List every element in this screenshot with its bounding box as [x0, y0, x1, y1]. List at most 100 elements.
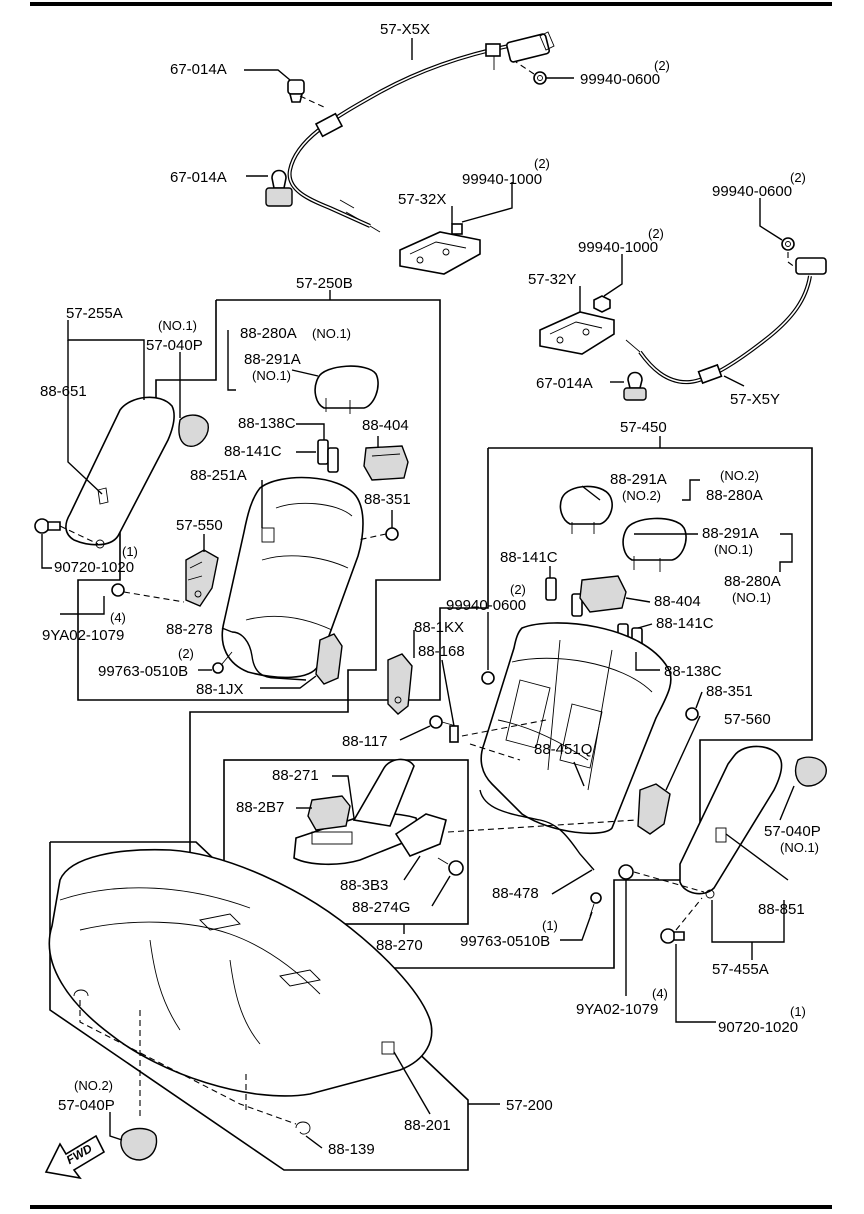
- label-99763-0510b-a: 99763-0510B: [98, 663, 188, 680]
- label-88-271: 88-271: [272, 767, 319, 784]
- label-99940-0600-b: 99940-0600: [712, 183, 792, 200]
- leader-67-014a-1: [244, 69, 291, 81]
- label-88-141c-b: 88-141C: [500, 549, 558, 566]
- seatback-frame-88-451q: [480, 622, 672, 835]
- leader-88-201: [393, 1051, 431, 1115]
- nut-88-351-right: [685, 707, 699, 721]
- label-88-2b7: 88-2B7: [236, 799, 284, 816]
- label-88-280a-b: 88-280A: [706, 487, 763, 504]
- clip-67-014a-mid: [265, 169, 293, 207]
- label-57-040p-b: 57-040P: [764, 823, 821, 840]
- label-88-351-a: 88-351: [364, 491, 411, 508]
- lock-88-404-left: [363, 445, 409, 481]
- headrest-88-291a-no1-right: [622, 517, 687, 572]
- nut-99940-0600-center: [481, 671, 495, 685]
- label-88-291a-b: 88-291A: [610, 471, 667, 488]
- label-88-141c-a: 88-141C: [224, 443, 282, 460]
- bolt-9ya02-1079-left: [111, 583, 125, 597]
- label-88-1jx: 88-1JX: [196, 681, 244, 698]
- leader-99940-1000-a: [461, 182, 513, 223]
- label-no1-f: (NO.1): [780, 840, 819, 855]
- leader-88-117: [399, 725, 431, 741]
- label-2-a: (2): [654, 58, 670, 73]
- leader-99940-0600-b: [759, 198, 783, 241]
- label-no1-e: (NO.1): [732, 590, 771, 605]
- lock-88-404-right: [579, 575, 627, 613]
- leader-88-168: [441, 659, 455, 727]
- label-88-278: 88-278: [166, 621, 213, 638]
- bolt-9ya02-1079-right: [618, 864, 634, 880]
- label-57-040p-a: 57-040P: [146, 337, 203, 354]
- label-88-280a-c: 88-280A: [724, 573, 781, 590]
- label-99940-0600-c: 99940-0600: [446, 597, 526, 614]
- hinge-57-560: [637, 783, 671, 835]
- seat-cushion-57-200: [48, 848, 433, 1097]
- leader-9ya02-1079-a: [60, 596, 105, 615]
- leader-88-651: [67, 340, 103, 495]
- hinge-88-1kx: [387, 653, 413, 715]
- label-88-138c-b: 88-138C: [664, 663, 722, 680]
- frame-57-200: [49, 841, 469, 1171]
- label-2-e: (2): [178, 646, 194, 661]
- leader-88-280a-a: [227, 330, 236, 391]
- label-4-b: (4): [652, 986, 668, 1001]
- label-90720-1020-a: 90720-1020: [54, 559, 134, 576]
- label-57-x5y: 57-X5Y: [730, 391, 780, 408]
- leader-88-271: [332, 775, 355, 819]
- leader-90720-1020-b: [675, 944, 716, 1023]
- label-67-014a-3: 67-014A: [536, 375, 593, 392]
- leader-88-274g: [431, 875, 451, 907]
- label-88-201: 88-201: [404, 1117, 451, 1134]
- label-99940-1000-a: 99940-1000: [462, 171, 542, 188]
- dash-90720-1020-a: [59, 525, 99, 545]
- cable-88-478: [479, 789, 595, 871]
- label-2-d: (2): [648, 226, 664, 241]
- leader-88-351-b: [695, 691, 703, 709]
- bolt-99763-0510b-left: [212, 651, 233, 674]
- label-88-651: 88-651: [40, 383, 87, 400]
- dash-99940-0600-b: [787, 252, 797, 269]
- cable-57-x5y: [625, 257, 827, 385]
- nut-88-351-left: [385, 527, 399, 541]
- leader-99940-1000-b: [603, 254, 623, 297]
- label-no1-a: (NO.1): [158, 318, 197, 333]
- label-88-141c-c: 88-141C: [656, 615, 714, 632]
- seatback-cushion-88-251a: [221, 476, 364, 679]
- hinge-57-550: [185, 549, 219, 607]
- leader-88-280a-c: [779, 533, 793, 572]
- label-2-f: (2): [510, 582, 526, 597]
- label-88-274g: 88-274G: [352, 899, 410, 916]
- bolt-90720-1020-right: [660, 928, 685, 944]
- guide-88-141c-right: [545, 577, 583, 617]
- bolt-90720-1020-left: [34, 518, 61, 534]
- label-88-138c-a: 88-138C: [238, 415, 296, 432]
- dash-88-451q-a: [461, 719, 547, 737]
- label-57-250b: 57-250B: [296, 275, 353, 292]
- label-88-404-b: 88-404: [654, 593, 701, 610]
- bracket-57-32x: [399, 223, 481, 275]
- leader-88-478: [551, 869, 593, 895]
- label-no2-b: (NO.2): [622, 488, 661, 503]
- label-99940-0600-a: 99940-0600: [580, 71, 660, 88]
- headrest-88-291a-left: [314, 365, 379, 414]
- label-90720-1020-b: 90720-1020: [718, 1019, 798, 1036]
- label-57-32x: 57-32X: [398, 191, 446, 208]
- leader-57-040p-c: [109, 1112, 123, 1141]
- label-57-200: 57-200: [506, 1097, 553, 1114]
- label-88-291a-a: 88-291A: [244, 351, 301, 368]
- leader-88-451q: [573, 761, 585, 787]
- dash-9ya02-1079-a: [123, 591, 185, 603]
- leader-57-040p-b: [779, 785, 795, 821]
- label-57-560: 57-560: [724, 711, 771, 728]
- leader-88-278: [221, 627, 233, 633]
- buckle-57-040p-no2: [120, 1127, 158, 1161]
- hinge-88-3b3: [394, 813, 447, 857]
- leader-88-291a-b: [581, 485, 601, 501]
- label-57-255a: 57-255A: [66, 305, 123, 322]
- label-9ya02-1079-a: 9YA02-1079: [42, 627, 124, 644]
- buckle-57-040p-no1-right: [794, 756, 827, 787]
- label-88-117: 88-117: [342, 733, 388, 750]
- dash-88-451q-b: [469, 743, 521, 761]
- dash-90720-1020-b: [675, 897, 703, 931]
